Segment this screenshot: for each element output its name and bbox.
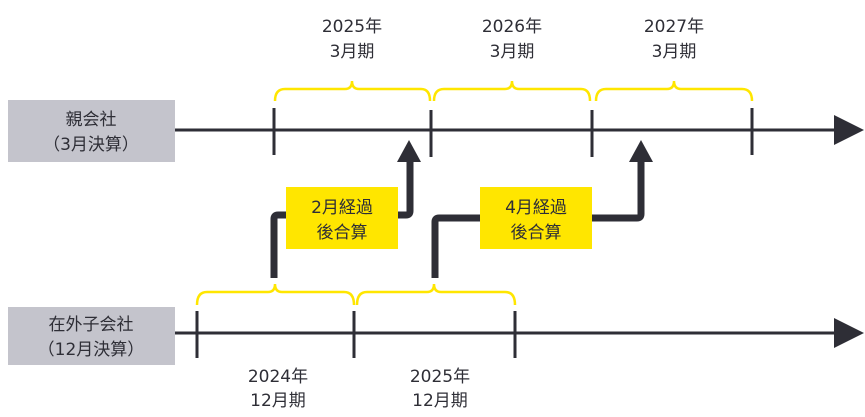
parent-label: 親会社 <box>66 110 117 130</box>
connector-4-months: 4月経過 後合算 <box>431 140 653 278</box>
subsidiary-label-sub: （12月決算） <box>38 340 145 360</box>
parent-ticks <box>272 108 754 157</box>
subsidiary-period-year: 2025年 <box>410 367 470 387</box>
arrow-up-icon <box>629 140 653 162</box>
parent-period-brackets <box>273 80 754 102</box>
parent-period-year: 2025年 <box>322 17 382 37</box>
note-text: 後合算 <box>317 223 368 243</box>
note-text: 4月経過 <box>505 198 567 218</box>
parent-period-label: 3月期 <box>652 42 697 62</box>
parent-period-label: 3月期 <box>330 42 375 62</box>
parent-period-label: 3月期 <box>490 42 535 62</box>
note-text: 2月経過 <box>311 198 373 218</box>
subsidiary-period-brackets <box>195 283 517 306</box>
parent-row: 親会社 （3月決算） 2025年 3月期 2026年 3月期 2027年 3月期 <box>8 17 864 162</box>
subsidiary-period-label: 12月期 <box>250 391 306 411</box>
arrow-up-icon <box>397 140 421 162</box>
parent-label-sub: （3月決算） <box>43 135 139 155</box>
note-box <box>286 187 398 249</box>
parent-label-box <box>8 100 175 162</box>
subsidiary-label-box <box>8 307 175 365</box>
subsidiary-period-label: 12月期 <box>412 391 468 411</box>
parent-period-year: 2027年 <box>644 17 704 37</box>
subsidiary-label: 在外子会社 <box>49 315 134 335</box>
note-text: 後合算 <box>511 223 562 243</box>
connector-2-months: 2月経過 後合算 <box>270 140 421 278</box>
subsidiary-ticks <box>195 311 517 358</box>
subsidiary-period-year: 2024年 <box>248 367 308 387</box>
parent-period-year: 2026年 <box>482 17 542 37</box>
note-box <box>480 187 592 249</box>
subsidiary-row: 在外子会社 （12月決算） 2024年 12月期 2025年 12月期 <box>8 283 864 411</box>
